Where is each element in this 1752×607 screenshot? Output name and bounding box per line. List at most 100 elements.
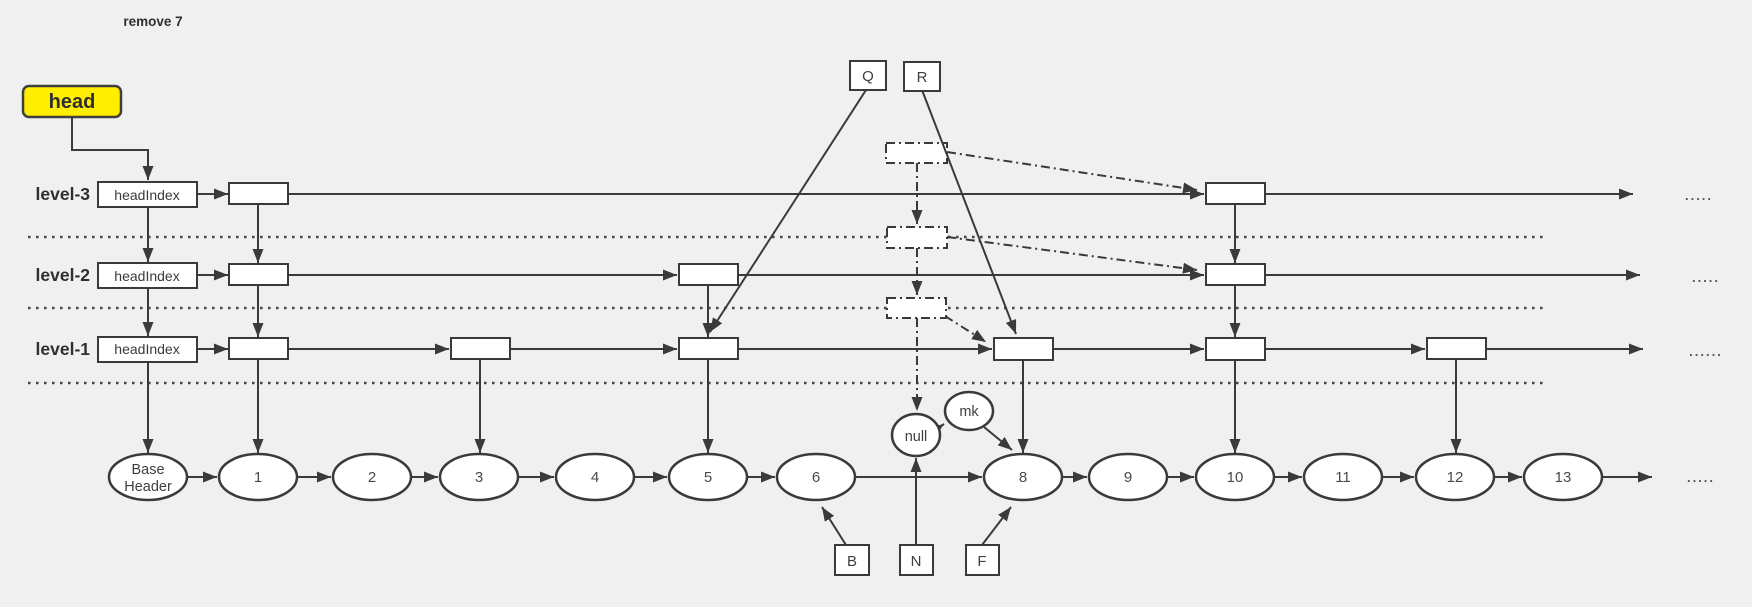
l1-index-box-1	[228, 337, 289, 360]
r-to-idx8-arrow	[921, 89, 1017, 335]
node-ellipse	[1302, 452, 1384, 502]
mk-node: mk	[943, 390, 995, 432]
base-header-node: Base Header	[107, 452, 189, 502]
null-ellipse	[890, 412, 942, 458]
node-value: 4	[591, 469, 599, 486]
node-5: 5	[667, 452, 749, 502]
n-box	[899, 544, 934, 576]
l1-headindex-label: headIndex	[114, 341, 179, 357]
l3-headindex-label: headIndex	[114, 187, 179, 203]
base-list-ellipsis: .....	[1687, 470, 1715, 485]
node-ellipse	[217, 452, 299, 502]
ghost-index-box-l2	[886, 226, 948, 249]
mk-ellipse	[943, 390, 995, 432]
removed-index-column-7	[885, 142, 1198, 411]
l2-ellipsis: .....	[1692, 270, 1720, 285]
vertical-column-arrows	[142, 204, 1462, 453]
node-value: 1	[254, 469, 262, 486]
node-ellipse	[1414, 452, 1496, 502]
f-box	[965, 544, 1000, 576]
l2-index-box-10	[1205, 263, 1266, 286]
q-box	[849, 60, 887, 91]
node-2: 2	[331, 452, 413, 502]
base-header-label-line2: Header	[124, 479, 172, 495]
b-to-node6-arrow	[821, 506, 847, 546]
node-ellipse	[554, 452, 636, 502]
node-3: 3	[438, 452, 520, 502]
q-pointer: Q	[709, 60, 887, 333]
l1-index-box-12	[1426, 337, 1487, 360]
q-to-idx5-arrow	[709, 89, 867, 333]
ghost-l2-to-idx10-arrow	[946, 236, 1198, 274]
head-label: head	[49, 91, 96, 113]
l1-index-box-5	[678, 337, 739, 360]
node-1: 1	[217, 452, 299, 502]
mk-label: mk	[959, 404, 979, 420]
l3-index-box-1	[228, 182, 289, 205]
level-1-label: level-1	[36, 339, 91, 359]
node-10: 10	[1194, 452, 1276, 502]
node-ellipse	[1522, 452, 1604, 502]
node-ellipse	[1194, 452, 1276, 502]
node-value: 5	[704, 469, 712, 486]
node-ellipse	[982, 452, 1064, 502]
n-label: N	[911, 553, 922, 570]
r-box	[903, 61, 941, 92]
ghost-l1-to-idx8-arrow	[944, 315, 987, 343]
head-to-headindex-arrow	[71, 117, 154, 180]
mk-to-node8-arrow	[983, 426, 1013, 451]
node-8: 8	[982, 452, 1064, 502]
base-list: Base Header 1 2 3 4 5 6 8	[107, 452, 1715, 502]
node-value: 12	[1447, 469, 1464, 486]
l1-index-box-3	[450, 337, 511, 360]
l1-index-box-8	[993, 337, 1054, 361]
head-pointer: head	[21, 84, 154, 180]
node-ellipse	[667, 452, 749, 502]
head-box	[21, 84, 123, 119]
node-13: 13	[1522, 452, 1604, 502]
l1-ellipsis: ......	[1689, 344, 1723, 359]
null-node: null	[890, 412, 942, 458]
node-value: 13	[1555, 469, 1572, 486]
r-pointer: R	[903, 61, 1017, 335]
diagram-title: remove 7	[123, 14, 182, 29]
node-12: 12	[1414, 452, 1496, 502]
n-pointer: N	[899, 544, 934, 576]
l1-index-box-10	[1205, 337, 1266, 361]
l2-index-box-1	[228, 263, 289, 286]
l1-headindex-box	[97, 336, 198, 363]
node-4: 4	[554, 452, 636, 502]
l3-index-box-10	[1205, 182, 1266, 205]
ghost-index-box-l1	[886, 297, 947, 319]
l2-index-box-5	[678, 263, 739, 286]
node-value: 9	[1124, 469, 1132, 486]
l2-headindex-label: headIndex	[114, 268, 179, 284]
level-1-row: level-1 headIndex ......	[36, 336, 1723, 363]
node-value: 10	[1227, 469, 1244, 486]
node-value: 8	[1019, 469, 1027, 486]
b-pointer: B	[834, 544, 870, 576]
node-ellipse	[438, 452, 520, 502]
b-label: B	[847, 553, 857, 570]
node-value: 11	[1335, 469, 1351, 486]
node-ellipse	[1087, 452, 1169, 502]
level-3-row: level-3 headIndex .....	[36, 181, 1711, 208]
level-2-row: level-2 headIndex .....	[36, 262, 1720, 289]
node-value: 6	[812, 469, 820, 486]
l2-headindex-box	[97, 262, 198, 289]
null-label: null	[905, 429, 928, 445]
f-to-node8-arrow	[981, 506, 1012, 546]
node-6: 6	[775, 452, 857, 502]
f-pointer: F	[965, 544, 1000, 576]
node-value: 3	[475, 469, 483, 486]
node-ellipse	[331, 452, 413, 502]
r-label: R	[917, 69, 928, 86]
b-box	[834, 544, 870, 576]
q-label: Q	[862, 68, 874, 85]
helper-pointers: null mk B N F	[821, 390, 1013, 576]
base-header-label-line1: Base	[131, 462, 164, 478]
ghost-index-box-l3	[885, 142, 948, 164]
level-3-label: level-3	[36, 184, 91, 204]
